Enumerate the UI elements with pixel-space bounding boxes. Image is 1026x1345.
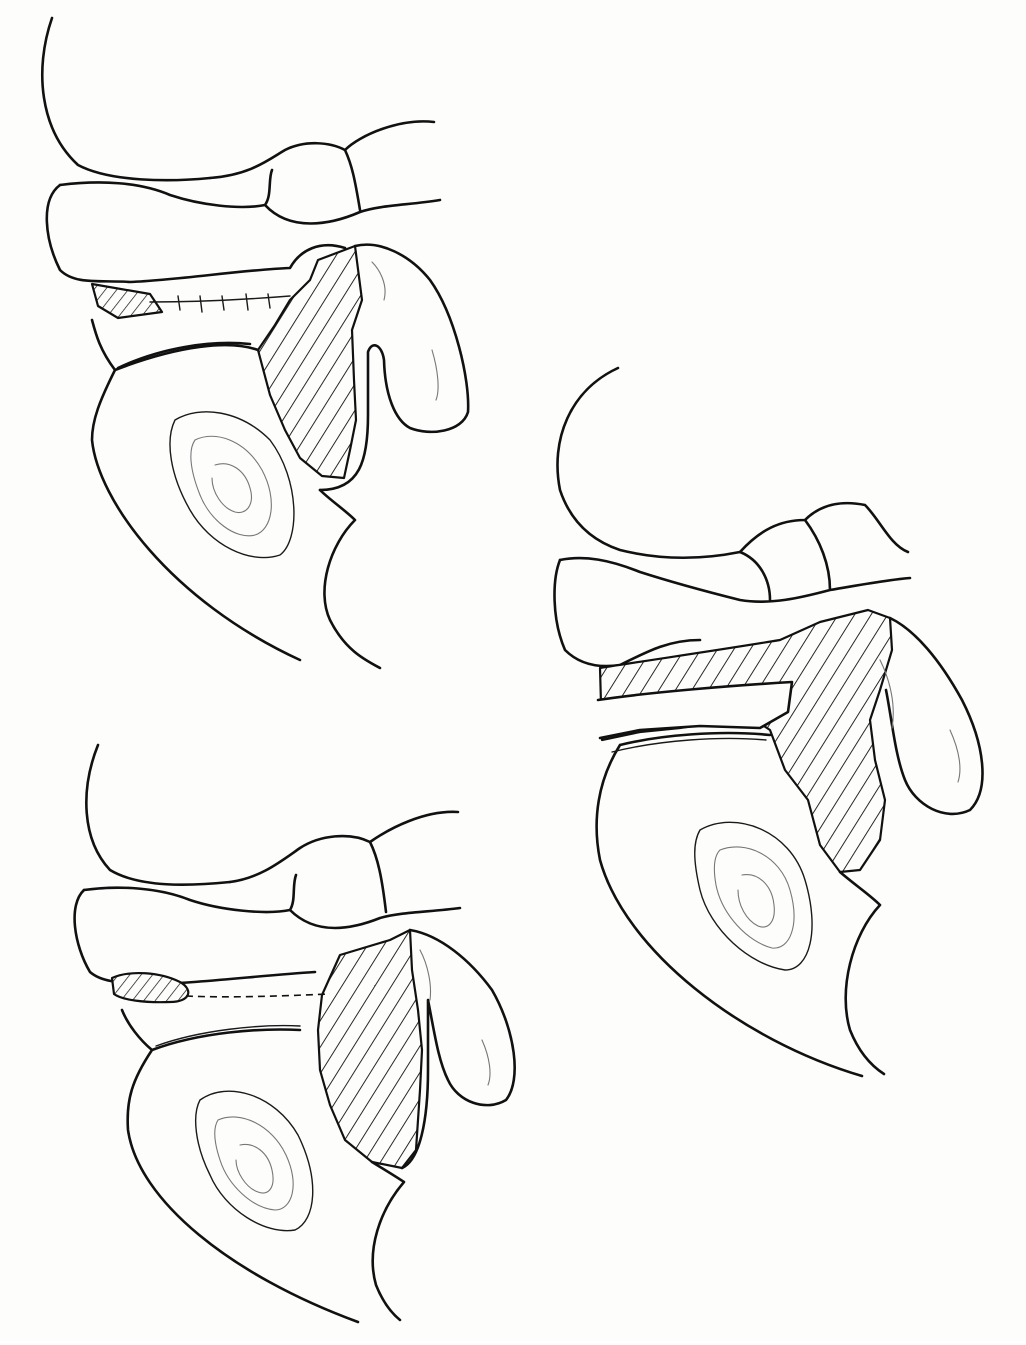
lobe-contour — [555, 560, 700, 666]
lobe-contour — [75, 890, 315, 984]
hatched-section-small — [92, 284, 162, 318]
outer-contour — [86, 745, 230, 885]
organ-oval — [695, 822, 812, 970]
lobe-contour — [47, 185, 345, 282]
upper-loop-contour — [230, 812, 458, 882]
panel-top-left — [42, 18, 468, 668]
organ-rings — [714, 847, 794, 948]
organ-rings — [215, 1117, 293, 1210]
hatched-section-main — [258, 246, 362, 478]
outer-contour — [557, 368, 740, 558]
channel-contour — [372, 1162, 404, 1320]
upper-loop-contour — [210, 121, 434, 178]
organ-oval — [196, 1091, 313, 1230]
organ-oval — [170, 412, 294, 558]
right-loop-inner — [372, 262, 438, 400]
channel-contour — [320, 490, 380, 668]
panel-bottom-left — [75, 745, 515, 1322]
panel-right — [555, 368, 983, 1076]
dashed-line — [186, 994, 330, 997]
bowel-segments — [60, 150, 440, 224]
organ-rings — [191, 436, 271, 536]
hatched-section-main — [318, 930, 422, 1168]
hatched-section-small — [112, 973, 188, 1002]
upper-loop-contour — [740, 503, 908, 552]
membrane-line — [118, 343, 250, 368]
outer-contour — [42, 18, 210, 180]
bowel-segments — [560, 520, 910, 602]
right-loop-contour — [886, 618, 982, 814]
suture-ticks — [178, 294, 270, 312]
bowel-segments — [84, 842, 460, 928]
channel-contour — [840, 872, 884, 1074]
